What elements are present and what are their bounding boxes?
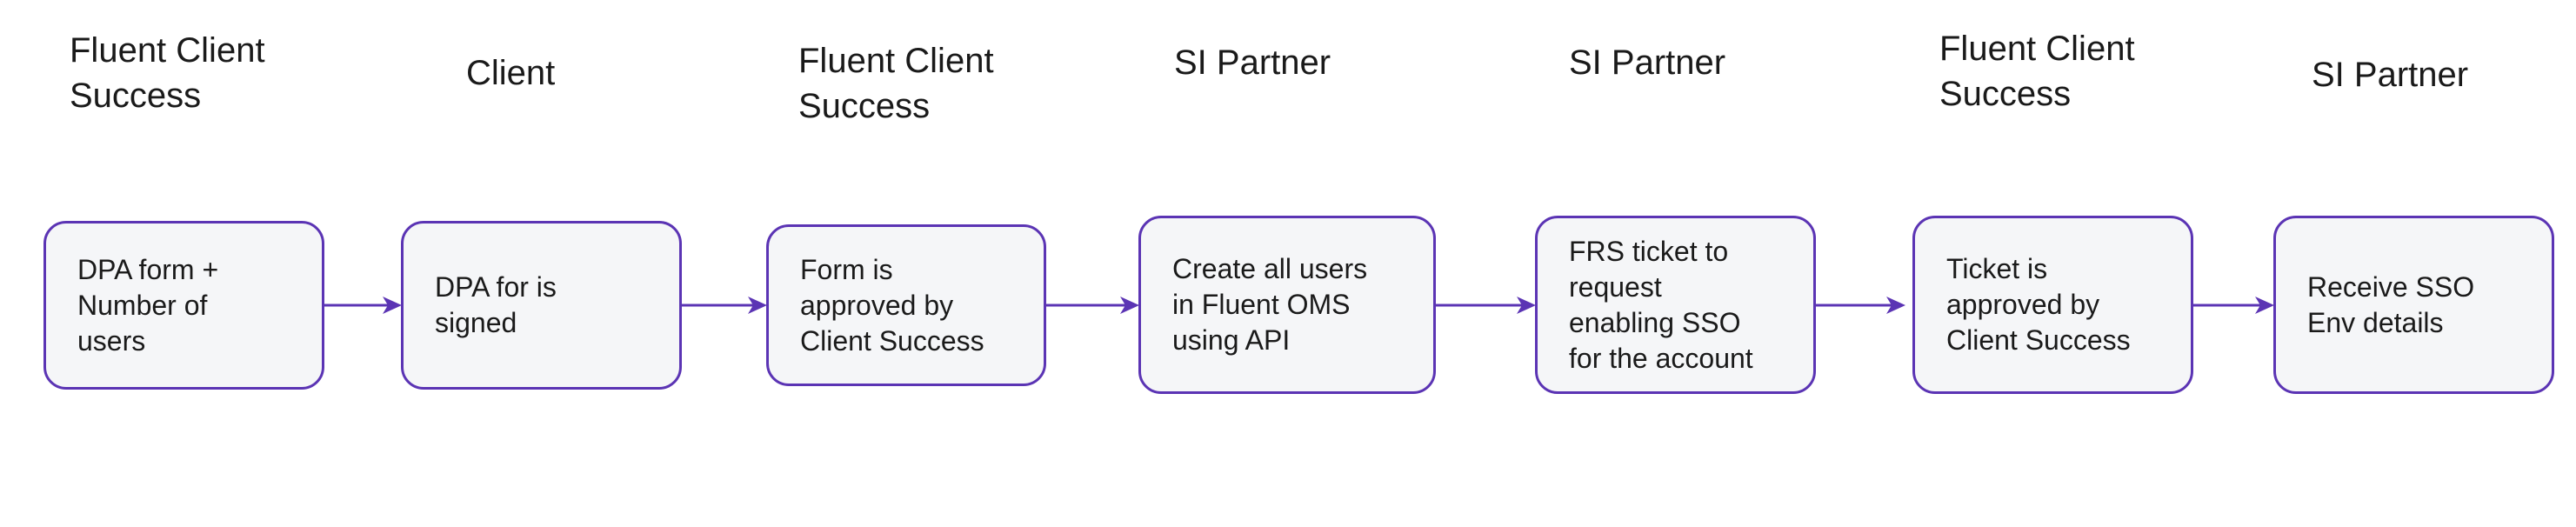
- step-1-text: DPA form + Number of users: [77, 253, 219, 357]
- step-5-owner: SI Partner: [1569, 43, 1726, 82]
- step-6-box: Ticket is approved by Client Success: [1912, 216, 2193, 394]
- step-6-text: Ticket is approved by Client Success: [1946, 253, 2131, 356]
- step-3-text: Form is approved by Client Success: [800, 253, 984, 357]
- step-7-text: Receive SSO Env details: [2307, 270, 2475, 338]
- step-3-box: Form is approved by Client Success: [766, 224, 1046, 386]
- step-3-owner: Fluent Client Success: [798, 42, 994, 125]
- step-5-box: FRS ticket to request enabling SSO for t…: [1535, 216, 1816, 394]
- step-2-text: DPA for is signed: [435, 271, 557, 338]
- step-4-owner: SI Partner: [1174, 43, 1331, 82]
- step-2-owner: Client: [466, 54, 556, 92]
- step-7-owner: SI Partner: [2312, 56, 2469, 94]
- step-4-text: Create all users in Fluent OMS using API: [1172, 253, 1368, 356]
- step-7-box: Receive SSO Env details: [2273, 216, 2554, 394]
- step-1-box: DPA form + Number of users: [43, 221, 324, 390]
- step-6-owner: Fluent Client Success: [1939, 30, 2135, 113]
- step-1-owner: Fluent Client Success: [70, 31, 265, 115]
- step-5-text: FRS ticket to request enabling SSO for t…: [1569, 235, 1753, 374]
- step-4-box: Create all users in Fluent OMS using API: [1138, 216, 1436, 394]
- step-2-box: DPA for is signed: [401, 221, 682, 390]
